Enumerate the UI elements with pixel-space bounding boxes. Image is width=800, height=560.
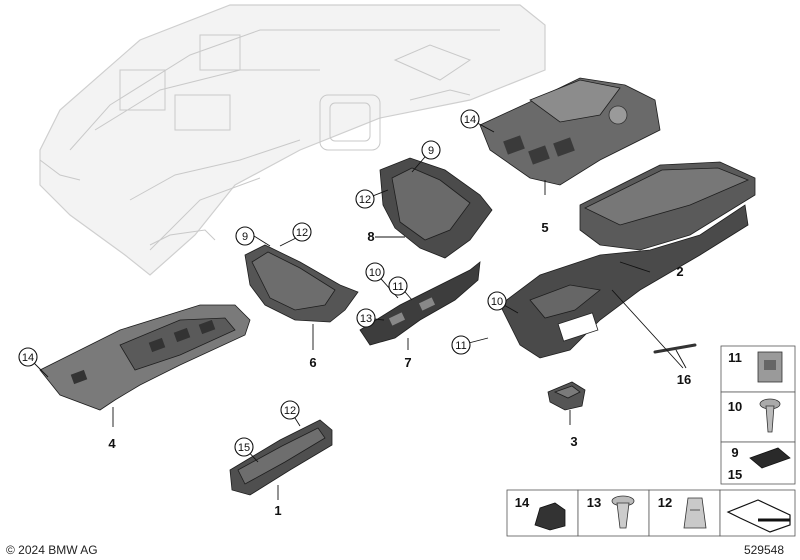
callout-11-b: 11 <box>451 335 471 355</box>
part-label-6: 6 <box>309 355 316 370</box>
callout-9-b: 9 <box>235 226 255 246</box>
part-1-glove-box-lid <box>229 419 333 496</box>
callout-14-b: 14 <box>18 347 38 367</box>
screw-icon <box>759 398 781 433</box>
callout-12-c: 12 <box>280 400 300 420</box>
part-label-2: 2 <box>676 264 683 279</box>
callout-13-a: 13 <box>356 308 376 328</box>
svg-text:10: 10 <box>369 267 381 279</box>
svg-text:12: 12 <box>284 405 296 417</box>
legend-label-13: 13 <box>587 495 601 510</box>
svg-text:11: 11 <box>728 350 742 365</box>
foam-pad-icon <box>749 447 791 469</box>
svg-text:11: 11 <box>392 281 403 293</box>
svg-text:15: 15 <box>728 467 742 482</box>
legend-panel-9-15: 9 15 <box>720 441 796 485</box>
svg-text:11: 11 <box>455 340 466 352</box>
cap-icon <box>534 502 566 531</box>
part-label-4: 4 <box>108 436 116 451</box>
part-7-bracket <box>359 261 481 346</box>
svg-text:12: 12 <box>296 227 308 239</box>
svg-text:9: 9 <box>428 145 434 157</box>
callout-14-a: 14 <box>460 109 480 129</box>
legend-panel-11: 11 <box>720 345 796 393</box>
part-6-trim-cover <box>244 244 359 323</box>
spring-clip-icon <box>683 497 707 529</box>
dashboard-background <box>39 4 546 276</box>
svg-text:9: 9 <box>242 231 248 243</box>
part-label-5: 5 <box>541 220 548 235</box>
legend-label-14: 14 <box>515 495 530 510</box>
leader-lines <box>27 118 687 500</box>
expanding-rivet-icon <box>611 495 635 529</box>
part-label-1: 1 <box>274 503 281 518</box>
part-5-trim-panel <box>479 77 661 186</box>
clip-nut-icon <box>757 351 783 383</box>
part-16-rod <box>653 343 697 354</box>
callout-11-a: 11 <box>388 276 408 296</box>
shape-reference-icon <box>726 499 791 533</box>
part-label-7: 7 <box>404 355 411 370</box>
legend-label-12: 12 <box>658 495 672 510</box>
part-number-labels: 1 2 3 4 5 6 7 8 16 <box>108 220 691 518</box>
callout-10-a: 10 <box>365 262 385 282</box>
callout-12-a: 12 <box>355 189 375 209</box>
svg-text:10: 10 <box>491 296 503 308</box>
part-8-side-panel <box>379 157 493 259</box>
legend-panel-10: 10 <box>720 391 796 443</box>
svg-text:10: 10 <box>728 399 742 414</box>
diagram-id: 529548 <box>744 543 784 557</box>
part-4-lower-panel <box>39 304 251 411</box>
svg-text:14: 14 <box>464 114 476 126</box>
legend-panel-bottom-row: 14 13 12 <box>506 489 796 537</box>
part-label-16: 16 <box>677 372 691 387</box>
part-label-8: 8 <box>367 229 374 244</box>
svg-text:12: 12 <box>359 194 371 206</box>
callout-15-a: 15 <box>234 437 254 457</box>
part-2-glove-box <box>499 161 756 359</box>
callout-9-a: 9 <box>421 140 441 160</box>
svg-text:13: 13 <box>360 313 372 325</box>
callout-10-b: 10 <box>487 291 507 311</box>
callout-12-b: 12 <box>292 222 312 242</box>
copyright-text: © 2024 BMW AG <box>6 543 98 557</box>
svg-text:14: 14 <box>22 352 34 364</box>
part-3-mount <box>547 381 586 411</box>
part-label-3: 3 <box>570 434 577 449</box>
svg-text:15: 15 <box>238 442 250 454</box>
svg-text:9: 9 <box>731 445 738 460</box>
